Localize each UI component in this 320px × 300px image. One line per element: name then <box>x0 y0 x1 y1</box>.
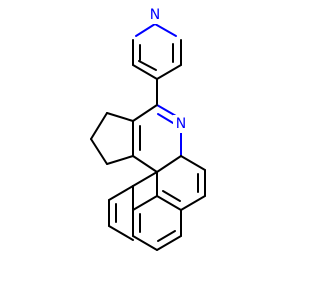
bond <box>132 171 158 187</box>
bond <box>108 185 134 201</box>
bond <box>138 60 157 71</box>
bond <box>180 195 206 211</box>
bond <box>156 64 182 80</box>
bond <box>132 104 158 122</box>
bond <box>156 104 177 117</box>
bond <box>154 23 177 37</box>
label-background <box>173 115 189 133</box>
ring-nitrogen-label: N <box>176 116 186 132</box>
bond <box>162 190 181 202</box>
bond <box>108 225 134 241</box>
bond <box>156 155 182 173</box>
bonds <box>90 23 206 251</box>
bond <box>106 155 134 165</box>
label-background <box>147 6 163 24</box>
bond <box>157 113 174 124</box>
bond <box>106 112 134 122</box>
bond <box>157 230 176 242</box>
bond <box>132 195 158 211</box>
bond <box>156 195 182 211</box>
atom-labels: N N <box>147 6 189 133</box>
molecule-structure-diagram: N N <box>90 6 206 251</box>
molecule-canvas: N N <box>90 6 206 251</box>
bond <box>132 64 158 80</box>
bond <box>156 235 182 251</box>
bond <box>90 112 108 140</box>
pyridine-nitrogen-label: N <box>150 7 160 23</box>
bond <box>90 138 108 165</box>
bond <box>180 155 206 171</box>
bond <box>132 235 158 251</box>
bond <box>135 23 156 37</box>
bond <box>132 155 158 173</box>
